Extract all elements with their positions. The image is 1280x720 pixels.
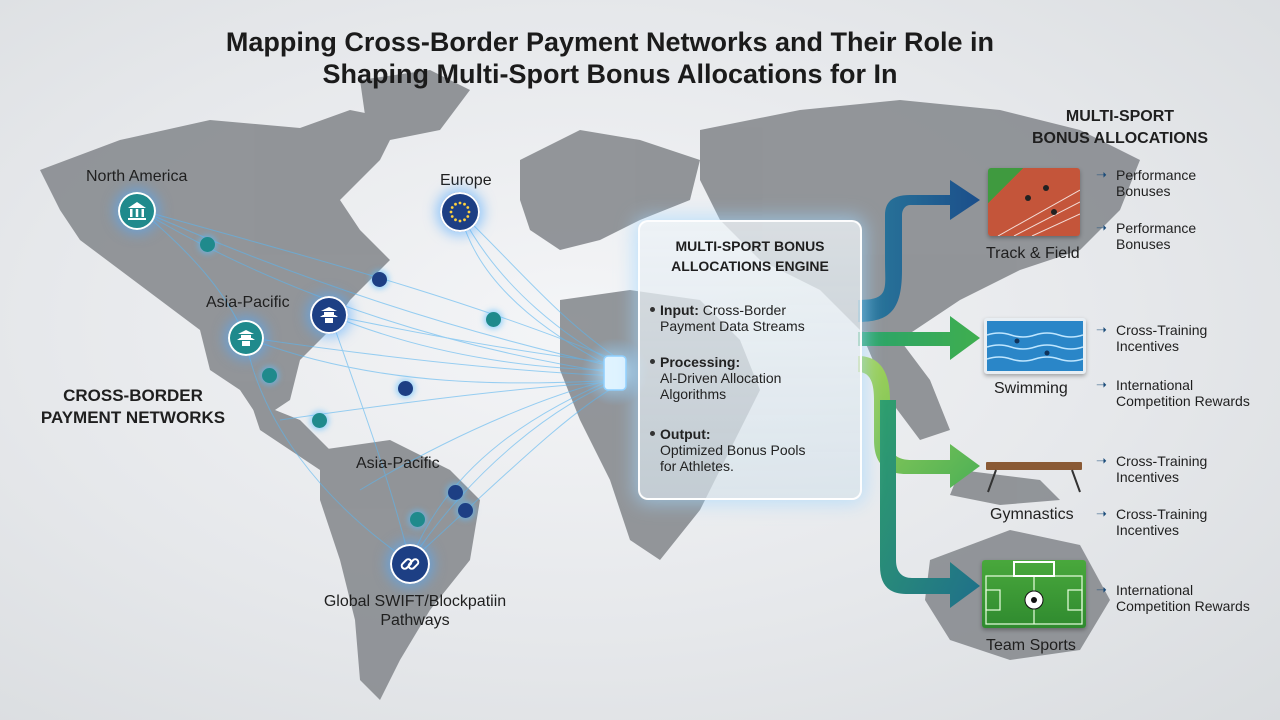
balance-beam-icon [986, 462, 1082, 493]
label-europe: Europe [440, 172, 492, 189]
title-line-1: Mapping Cross-Border Payment Networks an… [225, 27, 995, 57]
page-title: Mapping Cross-Border Payment Networks an… [150, 26, 1070, 90]
bonus-item: ➝ International Competition Rewards [1096, 582, 1250, 614]
engine-input-text-1: Cross-Border [698, 302, 787, 318]
engine-title-line-2: ALLOCATIONS ENGINE [671, 258, 829, 274]
asia-pacific-node-navy [310, 296, 348, 334]
hub-marker [200, 237, 215, 252]
bonus-item: ➝ Performance Bonuses [1096, 220, 1196, 252]
arrow-right-icon: ➝ [1096, 582, 1107, 597]
swimming-image [984, 318, 1086, 374]
pathways-line-1: Global SWIFT/Blockpatiin [323, 593, 507, 610]
bonus-line: Performance [1116, 167, 1197, 183]
header-line-1: MULTI-SPORT [1065, 108, 1175, 125]
bonus-item: ➝ Cross-Training Incentives [1096, 506, 1207, 538]
arrow-right-icon: ➝ [1096, 506, 1107, 521]
engine-processing-label: Processing: [660, 354, 741, 370]
bonus-item: ➝ International Competition Rewards [1096, 377, 1250, 409]
allocation-engine-panel: MULTI-SPORT BONUS ALLOCATIONS ENGINE Inp… [638, 220, 862, 500]
engine-processing-text-2: Algorithms [660, 386, 727, 402]
sport-label-gymnastics: Gymnastics [990, 506, 1074, 523]
bonus-line: Incentives [1116, 522, 1180, 538]
bank-icon [128, 202, 146, 220]
hub-marker [372, 272, 387, 287]
title-line-2: Shaping Multi-Sport Bonus Allocations fo… [322, 59, 898, 89]
engine-processing: Processing: Al-Driven Allocation Algorit… [650, 354, 850, 402]
bonus-item: ➝ Cross-Training Incentives [1096, 322, 1207, 354]
bonus-item: ➝ Performance Bonuses [1096, 167, 1196, 199]
team-sports-image [982, 560, 1086, 628]
cross-border-networks-label: CROSS-BORDER PAYMENT NETWORKS [28, 385, 238, 429]
label-north-america: North America [86, 168, 188, 185]
bonus-item: ➝ Cross-Training Incentives [1096, 453, 1207, 485]
arrow-right-icon: ➝ [1096, 377, 1107, 392]
bonus-allocations-header: MULTI-SPORT BONUS ALLOCATIONS [1010, 106, 1230, 150]
bonus-line: Performance [1116, 220, 1197, 236]
label-asia-pacific-top: Asia-Pacific [206, 294, 290, 311]
arrow-right-icon: ➝ [1096, 167, 1107, 182]
hub-marker [410, 512, 425, 527]
global-pathways-node [390, 544, 430, 584]
sport-label-swimming: Swimming [994, 380, 1068, 397]
arrow-right-icon: ➝ [1096, 220, 1107, 235]
eu-flag-icon [449, 201, 471, 223]
asia-pacific-node-teal [228, 320, 264, 356]
bonus-line: International [1116, 377, 1194, 393]
bonus-line: Competition Rewards [1116, 393, 1250, 409]
hub-marker [448, 485, 463, 500]
bonus-line: Cross-Training [1116, 322, 1208, 338]
hub-marker [458, 503, 473, 518]
engine-output-label: Output: [660, 426, 711, 442]
bonus-line: Incentives [1116, 469, 1180, 485]
engine-title-line-1: MULTI-SPORT BONUS [675, 238, 825, 254]
bonus-line: Cross-Training [1116, 453, 1208, 469]
bonus-line: Bonuses [1116, 236, 1171, 252]
hub-marker [486, 312, 501, 327]
soccer-field-icon [985, 561, 1083, 625]
engine-title: MULTI-SPORT BONUS ALLOCATIONS ENGINE [640, 236, 860, 276]
bonus-line: International [1116, 582, 1194, 598]
pagoda-icon [320, 307, 338, 323]
engine-output-text-1: Optimized Bonus Pools [660, 442, 806, 458]
global-pathways-label: Global SWIFT/Blockpatiin Pathways [300, 592, 530, 630]
hub-marker [312, 413, 327, 428]
track-field-image [988, 168, 1081, 237]
link-chain-icon [400, 558, 420, 570]
bonus-line: Incentives [1116, 338, 1180, 354]
header-line-2: BONUS ALLOCATIONS [1032, 130, 1208, 147]
bonus-line: Cross-Training [1116, 506, 1208, 522]
hub-marker [262, 368, 277, 383]
bonus-line: Competition Rewards [1116, 598, 1250, 614]
north-america-node [118, 192, 156, 230]
arrow-right-icon: ➝ [1096, 322, 1107, 337]
pathways-line-2: Pathways [380, 612, 450, 629]
runner-icon [997, 185, 1081, 237]
hub-marker [398, 381, 413, 396]
engine-output: Output: Optimized Bonus Pools for Athlet… [650, 426, 850, 474]
europe-node [440, 192, 480, 232]
engine-input-text-2: Payment Data Streams [660, 318, 805, 334]
gymnastics-image [984, 458, 1084, 498]
engine-input: Input: Cross-Border Payment Data Streams [650, 302, 850, 334]
pagoda-icon [237, 330, 255, 346]
engine-input-label: Input: [660, 302, 699, 318]
sport-label-team: Team Sports [986, 637, 1076, 654]
label-asia-pacific-bottom: Asia-Pacific [356, 455, 440, 472]
networks-line-1: CROSS-BORDER [63, 386, 203, 405]
engine-processing-text-1: Al-Driven Allocation [660, 370, 782, 386]
networks-line-2: PAYMENT NETWORKS [40, 408, 226, 427]
bonus-line: Bonuses [1116, 183, 1171, 199]
sport-label-track: Track & Field [986, 245, 1080, 262]
pool-icon [986, 332, 1084, 362]
arrow-right-icon: ➝ [1096, 453, 1107, 468]
engine-output-text-2: for Athletes. [660, 458, 734, 474]
